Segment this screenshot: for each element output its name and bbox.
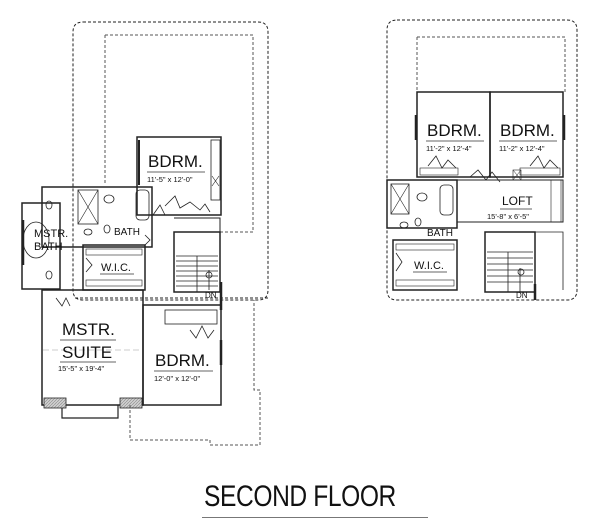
lower-roof-dashed: [105, 34, 254, 230]
room-label-bdrm-right-b: BDRM.: [500, 121, 555, 140]
room-label-bath: BATH: [114, 227, 140, 238]
bay-window: [61, 405, 119, 419]
wic-right-walls: [392, 239, 458, 291]
right-floor-plan: [386, 19, 578, 301]
room-label-bdrm-upper: BDRM.: [148, 152, 203, 171]
left-floor-plan: [21, 21, 269, 446]
roof-outline-dashed-right: [386, 19, 578, 301]
stair-label-dn-right: DN: [516, 291, 528, 300]
room-label-mstr-suite-1: MSTR.: [62, 320, 115, 339]
stair-right: [484, 231, 536, 293]
room-size-bdrm-lower: 12'-0" x 12'-0": [154, 374, 200, 383]
room-size-loft: 15'-8" x 6'-5": [487, 212, 529, 221]
room-label-mstr-suite-2: SUITE: [62, 343, 112, 362]
room-size-mstr-suite: 15'-5" x 19'-4": [58, 364, 104, 373]
room-size-bdrm-right-a: 11'-2" x 12'-4": [426, 144, 472, 153]
room-label-mstr-bath-2: BATH: [34, 241, 63, 253]
room-label-bdrm-right-a: BDRM.: [427, 121, 482, 140]
room-size-bdrm-upper: 11'-5" x 12'-0": [147, 175, 193, 184]
right-room-labels: BDRM. 11'-2" x 12'-4" BDRM. 11'-2" x 12'…: [413, 121, 557, 300]
bath-right-walls: [386, 179, 458, 229]
stair-label-dn: DN: [205, 291, 217, 300]
bath-cluster-walls: [41, 186, 153, 248]
room-size-bdrm-right-b: 11'-2" x 12'-4": [499, 144, 545, 153]
left-room-labels: BDRM. 11'-5" x 12'-0" MSTR. BATH BATH W.…: [34, 152, 217, 383]
room-label-wic-right: W.I.C.: [414, 260, 444, 272]
room-label-wic: W.I.C.: [101, 262, 131, 274]
room-label-bath-right: BATH: [427, 228, 453, 239]
plan-title: SECOND FLOOR: [204, 480, 396, 513]
loft-walls: [456, 179, 564, 223]
bedroom-upper-walls: [136, 136, 222, 216]
room-label-mstr-bath-1: MSTR.: [34, 228, 68, 240]
roof-outline-dashed: [72, 21, 269, 301]
room-label-loft: LOFT: [502, 194, 533, 208]
room-label-bdrm-lower: BDRM.: [155, 351, 210, 370]
title-underline: [202, 517, 428, 518]
